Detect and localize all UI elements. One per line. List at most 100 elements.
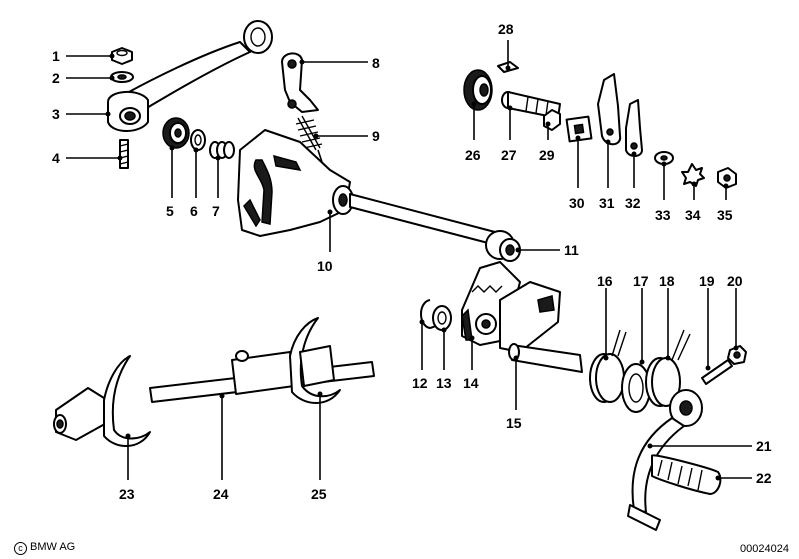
part-lever-plate-31[interactable] xyxy=(597,73,622,146)
callout-34[interactable]: 34 xyxy=(685,181,701,224)
part-washer-13[interactable] xyxy=(432,305,452,331)
part-star-washer-34[interactable] xyxy=(681,163,705,187)
callout-label: 10 xyxy=(317,258,333,274)
part-nut-29[interactable] xyxy=(543,109,561,131)
callout-20[interactable]: 20 xyxy=(727,273,743,351)
part-square-washer-30[interactable] xyxy=(565,115,593,143)
callout-label: 9 xyxy=(372,128,380,144)
callout-label: 21 xyxy=(756,438,772,454)
callout-2[interactable]: 2 xyxy=(52,70,115,86)
callouts: 1 2 3 4 5 6 7 8 xyxy=(52,21,772,502)
callout-label: 33 xyxy=(655,207,671,223)
part-nut-1[interactable] xyxy=(111,47,133,65)
part-bolt-19[interactable] xyxy=(701,359,733,385)
callout-8[interactable]: 8 xyxy=(299,55,381,71)
callout-22[interactable]: 22 xyxy=(715,470,772,486)
part-lever-plate-32[interactable] xyxy=(625,99,643,157)
callout-14[interactable]: 14 xyxy=(463,335,479,392)
part-kickstart-lever-21[interactable] xyxy=(627,389,703,531)
part-shift-plate-10[interactable] xyxy=(237,129,496,245)
callout-label: 32 xyxy=(625,195,641,211)
callout-13[interactable]: 13 xyxy=(436,327,452,392)
part-shift-lever-3[interactable] xyxy=(107,20,273,132)
callout-label: 5 xyxy=(166,203,174,219)
callout-label: 25 xyxy=(311,486,327,502)
callout-35[interactable]: 35 xyxy=(717,183,733,224)
callout-3[interactable]: 3 xyxy=(52,106,111,122)
callout-33[interactable]: 33 xyxy=(655,161,671,224)
callout-label: 3 xyxy=(52,106,60,122)
callout-label: 15 xyxy=(506,415,522,431)
part-rubber-grip-22[interactable] xyxy=(650,454,722,495)
callout-label: 27 xyxy=(501,147,517,163)
callout-label: 2 xyxy=(52,70,60,86)
callout-label: 31 xyxy=(599,195,615,211)
callout-label: 26 xyxy=(465,147,481,163)
callout-23[interactable]: 23 xyxy=(119,433,135,503)
copyright-text: BMW AG xyxy=(30,541,76,553)
callout-11[interactable]: 11 xyxy=(515,242,580,258)
diagram-code: 00024024 xyxy=(740,543,789,555)
part-nut-20[interactable] xyxy=(727,345,747,365)
callout-label: 16 xyxy=(597,273,613,289)
callout-15[interactable]: 15 xyxy=(506,355,522,432)
callout-label: 1 xyxy=(52,48,60,64)
part-kickstart-shaft-15[interactable] xyxy=(499,281,583,373)
callout-label: 12 xyxy=(412,375,428,391)
callout-label: 22 xyxy=(756,470,772,486)
callout-label: 35 xyxy=(717,207,733,223)
part-pawl-8[interactable] xyxy=(281,52,319,113)
callout-12[interactable]: 12 xyxy=(412,319,428,392)
part-nut-35[interactable] xyxy=(717,167,737,189)
callout-31[interactable]: 31 xyxy=(599,139,615,212)
part-bushing-11[interactable] xyxy=(485,230,521,262)
callout-16[interactable]: 16 xyxy=(597,273,613,361)
callout-label: 4 xyxy=(52,150,60,166)
part-bearing-5[interactable] xyxy=(162,117,190,149)
callout-1[interactable]: 1 xyxy=(52,48,115,64)
callout-29[interactable]: 29 xyxy=(539,121,555,164)
callout-10[interactable]: 10 xyxy=(317,209,333,275)
callout-9[interactable]: 9 xyxy=(313,128,381,144)
part-shift-fork-23[interactable] xyxy=(53,355,151,447)
part-spring-7[interactable] xyxy=(209,141,235,159)
part-washer-6[interactable] xyxy=(190,129,206,151)
callout-label: 19 xyxy=(699,273,715,289)
callout-28[interactable]: 28 xyxy=(498,21,514,71)
callout-label: 6 xyxy=(190,203,198,219)
part-seal-26[interactable] xyxy=(463,69,493,111)
copyright-icon: c xyxy=(14,542,27,555)
callout-6[interactable]: 6 xyxy=(190,147,199,220)
callout-24[interactable]: 24 xyxy=(213,393,229,503)
callout-label: 8 xyxy=(372,55,380,71)
callout-25[interactable]: 25 xyxy=(311,391,327,503)
part-spring-9[interactable] xyxy=(295,115,323,163)
callout-21[interactable]: 21 xyxy=(647,438,772,454)
callout-26[interactable]: 26 xyxy=(465,101,481,164)
callout-32[interactable]: 32 xyxy=(625,151,641,212)
callout-17[interactable]: 17 xyxy=(633,273,649,365)
part-shift-fork-25[interactable] xyxy=(289,317,341,404)
callout-label: 14 xyxy=(463,375,479,391)
part-selector-rod-24[interactable] xyxy=(149,350,375,403)
callout-30[interactable]: 30 xyxy=(569,135,585,212)
callout-5[interactable]: 5 xyxy=(166,145,175,220)
part-illustrations xyxy=(53,20,747,531)
callout-label: 7 xyxy=(212,203,220,219)
part-spring-18[interactable] xyxy=(645,329,691,407)
part-bolt-4[interactable] xyxy=(119,139,129,169)
callout-label: 18 xyxy=(659,273,675,289)
part-spring-16[interactable] xyxy=(589,329,627,403)
callout-18[interactable]: 18 xyxy=(659,273,675,361)
callout-4[interactable]: 4 xyxy=(52,150,123,166)
callout-label: 11 xyxy=(564,242,579,258)
callout-19[interactable]: 19 xyxy=(699,273,715,371)
callout-label: 34 xyxy=(685,207,701,223)
callout-label: 17 xyxy=(633,273,649,289)
callout-27[interactable]: 27 xyxy=(501,105,517,164)
callout-label: 13 xyxy=(436,375,452,391)
callout-label: 29 xyxy=(539,147,555,163)
callout-7[interactable]: 7 xyxy=(212,155,221,220)
part-washer-2[interactable] xyxy=(110,71,134,83)
